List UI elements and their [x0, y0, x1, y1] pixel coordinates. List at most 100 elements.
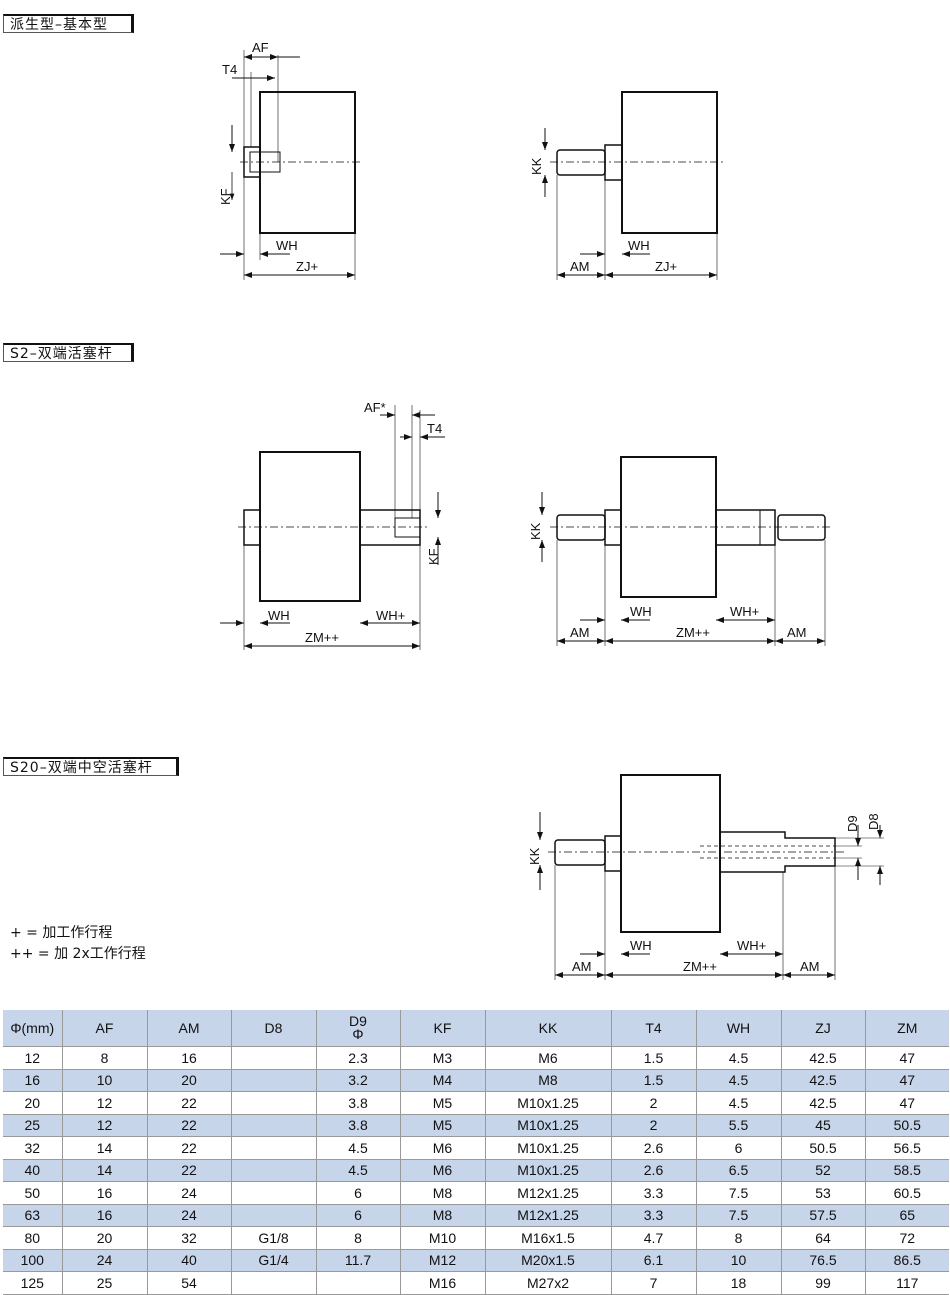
table-cell: 6 — [695, 1136, 781, 1160]
dim-am: AM — [572, 959, 592, 974]
table-cell: 12 — [61, 1114, 147, 1137]
table-cell — [315, 1271, 400, 1295]
table-cell: 99 — [780, 1271, 865, 1295]
table-cell: 50.5 — [864, 1114, 949, 1137]
dim-wh: WH — [268, 608, 290, 623]
table-cell: 47 — [864, 1091, 949, 1115]
drawing-basic-female — [220, 50, 362, 280]
column-header-label: AF — [95, 1019, 114, 1036]
table-cell: 32 — [3, 1136, 62, 1160]
dim-zj: ZJ+ — [655, 259, 677, 274]
table-cell: M12x1.25 — [484, 1181, 611, 1205]
table-cell: 16 — [61, 1204, 147, 1227]
table-cell — [230, 1136, 316, 1160]
table-cell: M10x1.25 — [484, 1114, 611, 1137]
column-header: T4 — [610, 1010, 696, 1047]
drawing-basic-male — [542, 91, 725, 280]
table-cell: 42.5 — [780, 1069, 865, 1092]
section-title-basic: 派生型–基本型 — [3, 14, 134, 33]
table-cell: 11.7 — [315, 1249, 400, 1272]
table-cell: 8 — [315, 1226, 400, 1250]
dim-af: AF — [252, 40, 269, 55]
table-cell — [230, 1159, 316, 1182]
table-cell: 6.5 — [695, 1159, 781, 1182]
column-header-label: WH — [726, 1019, 751, 1036]
table-cell: 3.3 — [610, 1204, 696, 1227]
table-cell: 56.5 — [864, 1136, 949, 1160]
table-cell: 42.5 — [780, 1046, 865, 1070]
column-header: WH — [695, 1010, 781, 1047]
dim-t4: T4 — [427, 421, 442, 436]
table-cell: 58.5 — [864, 1159, 949, 1182]
table-cell: 20 — [146, 1069, 231, 1092]
column-header: KF — [399, 1010, 485, 1047]
dim-wh-plus: WH+ — [376, 608, 405, 623]
table-cell: 4.5 — [695, 1091, 781, 1115]
column-header-label: D9 — [349, 1013, 367, 1029]
table-cell: 8 — [695, 1226, 781, 1250]
table-cell: 16 — [61, 1181, 147, 1205]
table-cell — [230, 1114, 316, 1137]
column-header-label: Φ(mm) — [10, 1019, 55, 1036]
table-cell: M12x1.25 — [484, 1204, 611, 1227]
table-cell: 60.5 — [864, 1181, 949, 1205]
dim-t4: T4 — [222, 62, 237, 77]
table-cell: 2.6 — [610, 1159, 696, 1182]
table-cell: 57.5 — [780, 1204, 865, 1227]
table-cell: 32 — [146, 1226, 231, 1250]
table-cell: M6 — [399, 1136, 485, 1160]
column-header: AM — [146, 1010, 231, 1047]
table-cell: 25 — [3, 1114, 62, 1137]
drawing-s20 — [537, 774, 884, 980]
dim-d8: D8 — [866, 813, 881, 830]
table-cell: M5 — [399, 1114, 485, 1137]
dim-kf: KF — [426, 548, 441, 565]
dim-wh-plus: WH+ — [730, 604, 759, 619]
table-cell: 14 — [61, 1136, 147, 1160]
table-cell: 3.8 — [315, 1091, 400, 1115]
table-cell: 14 — [61, 1159, 147, 1182]
table-cell: M8 — [484, 1069, 611, 1092]
table-cell: 80 — [3, 1226, 62, 1250]
table-cell: 24 — [61, 1249, 147, 1272]
table-cell: 24 — [146, 1204, 231, 1227]
column-header-label: ZJ — [815, 1019, 831, 1036]
table-cell: 3.8 — [315, 1114, 400, 1137]
column-header-label: KF — [433, 1019, 452, 1036]
dim-af-star: AF* — [364, 400, 386, 415]
table-cell: 65 — [864, 1204, 949, 1227]
table-cell: 64 — [780, 1226, 865, 1250]
table-cell: 16 — [146, 1046, 231, 1070]
column-header-label: D8 — [264, 1019, 283, 1036]
table-cell — [230, 1069, 316, 1092]
table-cell: 22 — [146, 1091, 231, 1115]
table-cell: 54 — [146, 1271, 231, 1295]
table-cell: 12 — [3, 1046, 62, 1070]
table-cell — [230, 1091, 316, 1115]
table-cell: 6.1 — [610, 1249, 696, 1272]
table-cell: M10x1.25 — [484, 1159, 611, 1182]
dim-zm: ZM++ — [676, 625, 710, 640]
dim-zm: ZM++ — [305, 630, 339, 645]
table-cell: M10 — [399, 1226, 485, 1250]
table-cell: 40 — [146, 1249, 231, 1272]
table-cell: 18 — [695, 1271, 781, 1295]
table-cell: M8 — [399, 1181, 485, 1205]
table-cell: 125 — [3, 1271, 62, 1295]
table-cell: 6 — [315, 1204, 400, 1227]
section-title-s20: S20–双端中空活塞杆 — [3, 757, 179, 776]
table-cell: 42.5 — [780, 1091, 865, 1115]
table-cell: 40 — [3, 1159, 62, 1182]
table-cell: 76.5 — [780, 1249, 865, 1272]
table-cell: M5 — [399, 1091, 485, 1115]
table-cell: 7 — [610, 1271, 696, 1295]
dim-wh-plus: WH+ — [737, 938, 766, 953]
dim-wh: WH — [630, 938, 652, 953]
table-cell — [230, 1046, 316, 1070]
section-title-s2: S2–双端活塞杆 — [3, 343, 134, 362]
dim-am: AM — [800, 959, 820, 974]
